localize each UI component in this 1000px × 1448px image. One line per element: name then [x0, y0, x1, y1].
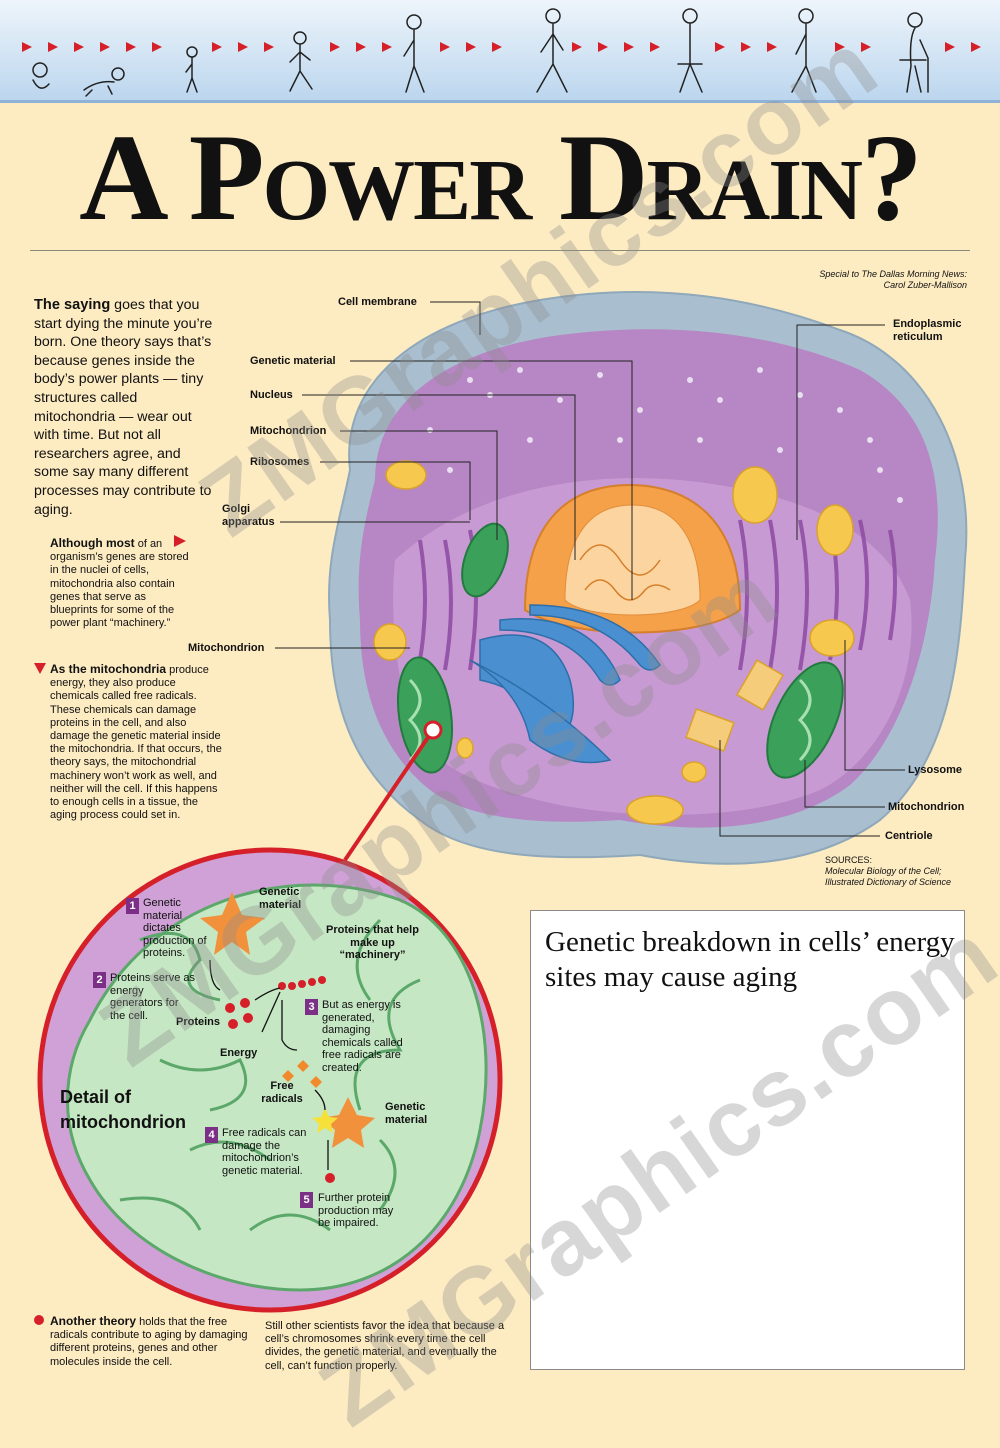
note-free-radicals: As the mitochondria produce energy, they… — [50, 662, 225, 822]
label-ribosomes: Ribosomes — [250, 456, 310, 468]
ribosomes-dots — [427, 367, 903, 503]
detail-mitochondrion-body — [66, 883, 488, 1292]
bullet-dot-icon — [34, 1315, 44, 1325]
note-mitochondrial-genes: Although most of an organism’s genes are… — [50, 536, 190, 630]
label-er-line-2: reticulum — [893, 331, 943, 343]
step-2-text: Proteins serve as energy generators for … — [110, 972, 195, 1022]
lysosomes-shapes — [373, 460, 855, 825]
label-golgi-apparatus: Golgi apparatus — [222, 503, 275, 529]
credit-line-2: Carol Zuber-Mallison — [883, 280, 967, 290]
label-golgi-line-2: apparatus — [222, 516, 275, 528]
sources-line-1: Molecular Biology of the Cell; — [825, 866, 942, 876]
detail-label-genetic-material-1: Genetic material — [259, 886, 302, 911]
note-b-lead: As the mitochondria — [50, 662, 167, 676]
aging-figures-illustration — [22, 8, 981, 97]
label-er-line-1: Endoplasmic — [893, 318, 962, 330]
credit-line-1: Special to The Dallas Morning News: — [819, 269, 967, 279]
step-2-badge: 2 — [93, 972, 106, 988]
golgi-apparatus-shape — [469, 604, 661, 764]
endoplasmic-reticulum-shape — [418, 519, 897, 671]
label-mitochondrion-top: Mitochondrion — [250, 425, 327, 437]
label-lysosome: Lysosome — [908, 764, 963, 776]
page-title: A Power Drain? — [79, 109, 923, 246]
label-endoplasmic-reticulum: Endoplasmic reticulum — [893, 318, 961, 344]
pointer-down-icon — [34, 663, 46, 674]
figure-silhouettes — [32, 8, 929, 97]
label-mitochondrion-left: Mitochondrion — [188, 642, 265, 654]
step-3-badge: 3 — [305, 999, 318, 1015]
caption-headline: Genetic breakdown in cells’ energy sites… — [545, 926, 955, 993]
title-divider — [30, 250, 970, 251]
note-c-lead: Another theory — [50, 1314, 137, 1328]
centriole-shape — [685, 659, 785, 752]
label-centriole: Centriole — [885, 830, 933, 842]
step-3-text: But as energy is generated, damaging che… — [322, 999, 403, 1074]
detail-label-free-radicals: Free radicals — [261, 1080, 303, 1105]
note-c-body: holds that the free radicals contribute … — [50, 1316, 248, 1368]
mitochondria-shapes — [397, 522, 844, 779]
step-1-badge: 1 — [126, 898, 139, 914]
credit-line: Special to The Dallas Morning News: Caro… — [819, 269, 967, 291]
intro-paragraph: The saying goes that you start dying the… — [34, 296, 219, 519]
detail-label-proteins-machinery: Proteins that help make up “machinery” — [326, 924, 419, 961]
label-mitochondrion-right: Mitochondrion — [888, 801, 965, 813]
detail-cristae — [119, 918, 421, 1232]
label-genetic-material: Genetic material — [250, 355, 336, 367]
arrow-markers — [22, 42, 981, 52]
callout-pointer-line — [343, 728, 435, 862]
note-another-theory: Another theory holds that the free radic… — [50, 1314, 255, 1369]
pointer-right-icon — [174, 535, 186, 547]
step-5-badge: 5 — [300, 1192, 313, 1208]
sources-note: SOURCES: Molecular Biology of the Cell; … — [825, 855, 951, 888]
step-4-badge: 4 — [205, 1127, 218, 1143]
intro-lead: The saying — [34, 297, 111, 313]
sources-label: SOURCES: — [825, 855, 873, 865]
detail-title: Detail of mitochondrion — [60, 1087, 186, 1132]
free-radical-diamonds — [282, 1060, 322, 1088]
label-cell-membrane: Cell membrane — [338, 296, 417, 308]
detail-label-energy: Energy — [220, 1047, 258, 1059]
intro-body: goes that you start dying the minute you… — [34, 297, 213, 518]
detail-label-proteins: Proteins — [176, 1016, 221, 1028]
sources-line-2: Illustrated Dictionary of Science — [825, 877, 952, 887]
label-nucleus: Nucleus — [250, 389, 293, 401]
step-5-text: Further protein production may be impair… — [318, 1192, 394, 1229]
caption-box: Genetic breakdown in cells’ energy sites… — [530, 910, 965, 1370]
note-b-body: produce energy, they also produce chemic… — [50, 664, 222, 822]
detail-genetic-material-shapes — [200, 892, 375, 1148]
process-arrows — [209, 959, 329, 1170]
step-4-text: Free radicals can damage the mitochondri… — [222, 1127, 307, 1177]
aging-progression-band — [0, 0, 1000, 103]
label-leader-lines — [275, 301, 905, 837]
detail-label-genetic-material-2: Genetic material — [385, 1101, 428, 1126]
callout-pointer-dot — [423, 720, 443, 740]
label-golgi-line-1: Golgi — [222, 503, 251, 515]
note-chromosome-theory: Still other scientists favor the idea th… — [265, 1320, 505, 1372]
protein-dots — [225, 976, 326, 1029]
free-radical-burst — [312, 1108, 338, 1133]
damaged-protein-dot — [325, 1173, 335, 1183]
note-a-lead: Although most — [50, 536, 135, 550]
note-a-body: of an organism’s genes are stored in the… — [50, 538, 189, 630]
cell-diagram — [37, 290, 968, 1313]
step-1-text: Genetic material dictates production of … — [143, 897, 207, 959]
